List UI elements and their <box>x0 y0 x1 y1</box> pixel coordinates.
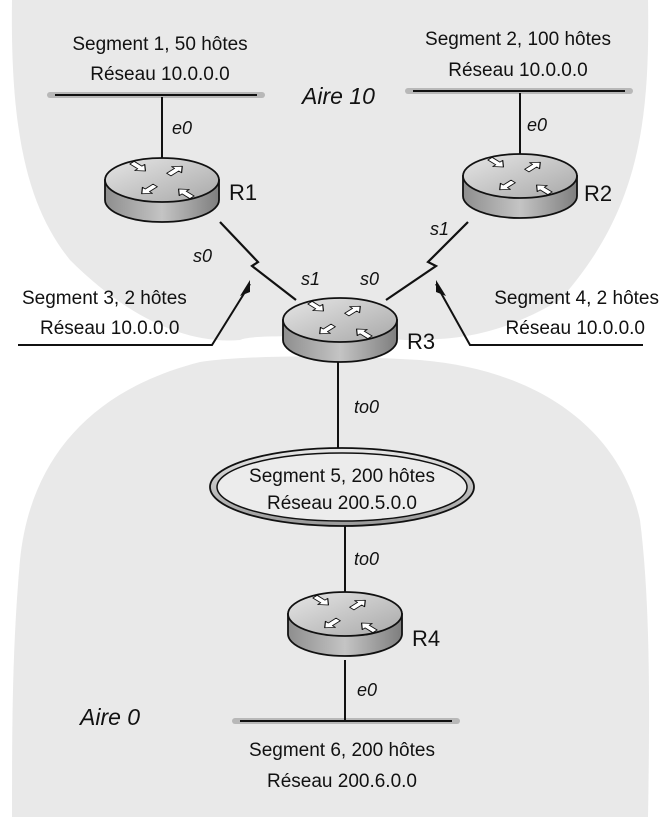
router-r3-label: R3 <box>407 329 435 354</box>
serial-link-r2-r3 <box>385 221 469 301</box>
segment-1-bus <box>47 92 265 98</box>
r1-s0-label: s0 <box>193 246 212 266</box>
area-10-label: Aire 10 <box>300 83 375 109</box>
router-r1-label: R1 <box>229 180 257 205</box>
segment-2-bus <box>405 88 633 94</box>
segment-3-title: Segment 3, 2 hôtes <box>22 288 187 309</box>
r3-s0-label: s0 <box>360 269 379 289</box>
router-r2 <box>463 154 577 218</box>
r2-e0-label: e0 <box>527 115 547 135</box>
r3-s1-label: s1 <box>301 269 320 289</box>
segment-5-ring <box>209 447 475 527</box>
r4-e0-label: e0 <box>357 680 377 700</box>
segment-3-pointer <box>18 280 251 346</box>
router-r3 <box>283 298 397 362</box>
segment-4-pointer <box>435 280 643 346</box>
router-r4-label: R4 <box>412 626 440 651</box>
area-10-region <box>11 0 649 341</box>
segment-2-network: Réseau 10.0.0.0 <box>448 60 587 81</box>
r2-s1-label: s1 <box>430 219 449 239</box>
segment-4-network: Réseau 10.0.0.0 <box>506 318 645 339</box>
segment-4-title: Segment 4, 2 hôtes <box>494 288 659 309</box>
segment-1-network: Réseau 10.0.0.0 <box>90 64 229 85</box>
router-r1 <box>105 158 219 222</box>
r3-to0-label: to0 <box>354 397 379 417</box>
r1-e0-label: e0 <box>172 118 192 138</box>
router-r2-label: R2 <box>584 181 612 206</box>
area-0-region <box>12 356 650 817</box>
r4-to0-label: to0 <box>354 549 379 569</box>
segment-1-title: Segment 1, 50 hôtes <box>72 34 247 55</box>
segment-6-network: Réseau 200.6.0.0 <box>267 771 417 792</box>
segment-5-network: Réseau 200.5.0.0 <box>267 493 417 514</box>
segment-3-network: Réseau 10.0.0.0 <box>40 318 179 339</box>
serial-link-r1-r3 <box>219 221 297 301</box>
segment-5-title: Segment 5, 200 hôtes <box>249 466 435 487</box>
segment-2-title: Segment 2, 100 hôtes <box>425 29 611 50</box>
segment-6-title: Segment 6, 200 hôtes <box>249 740 435 761</box>
area-0-label: Aire 0 <box>78 704 140 730</box>
router-r4 <box>288 592 402 656</box>
